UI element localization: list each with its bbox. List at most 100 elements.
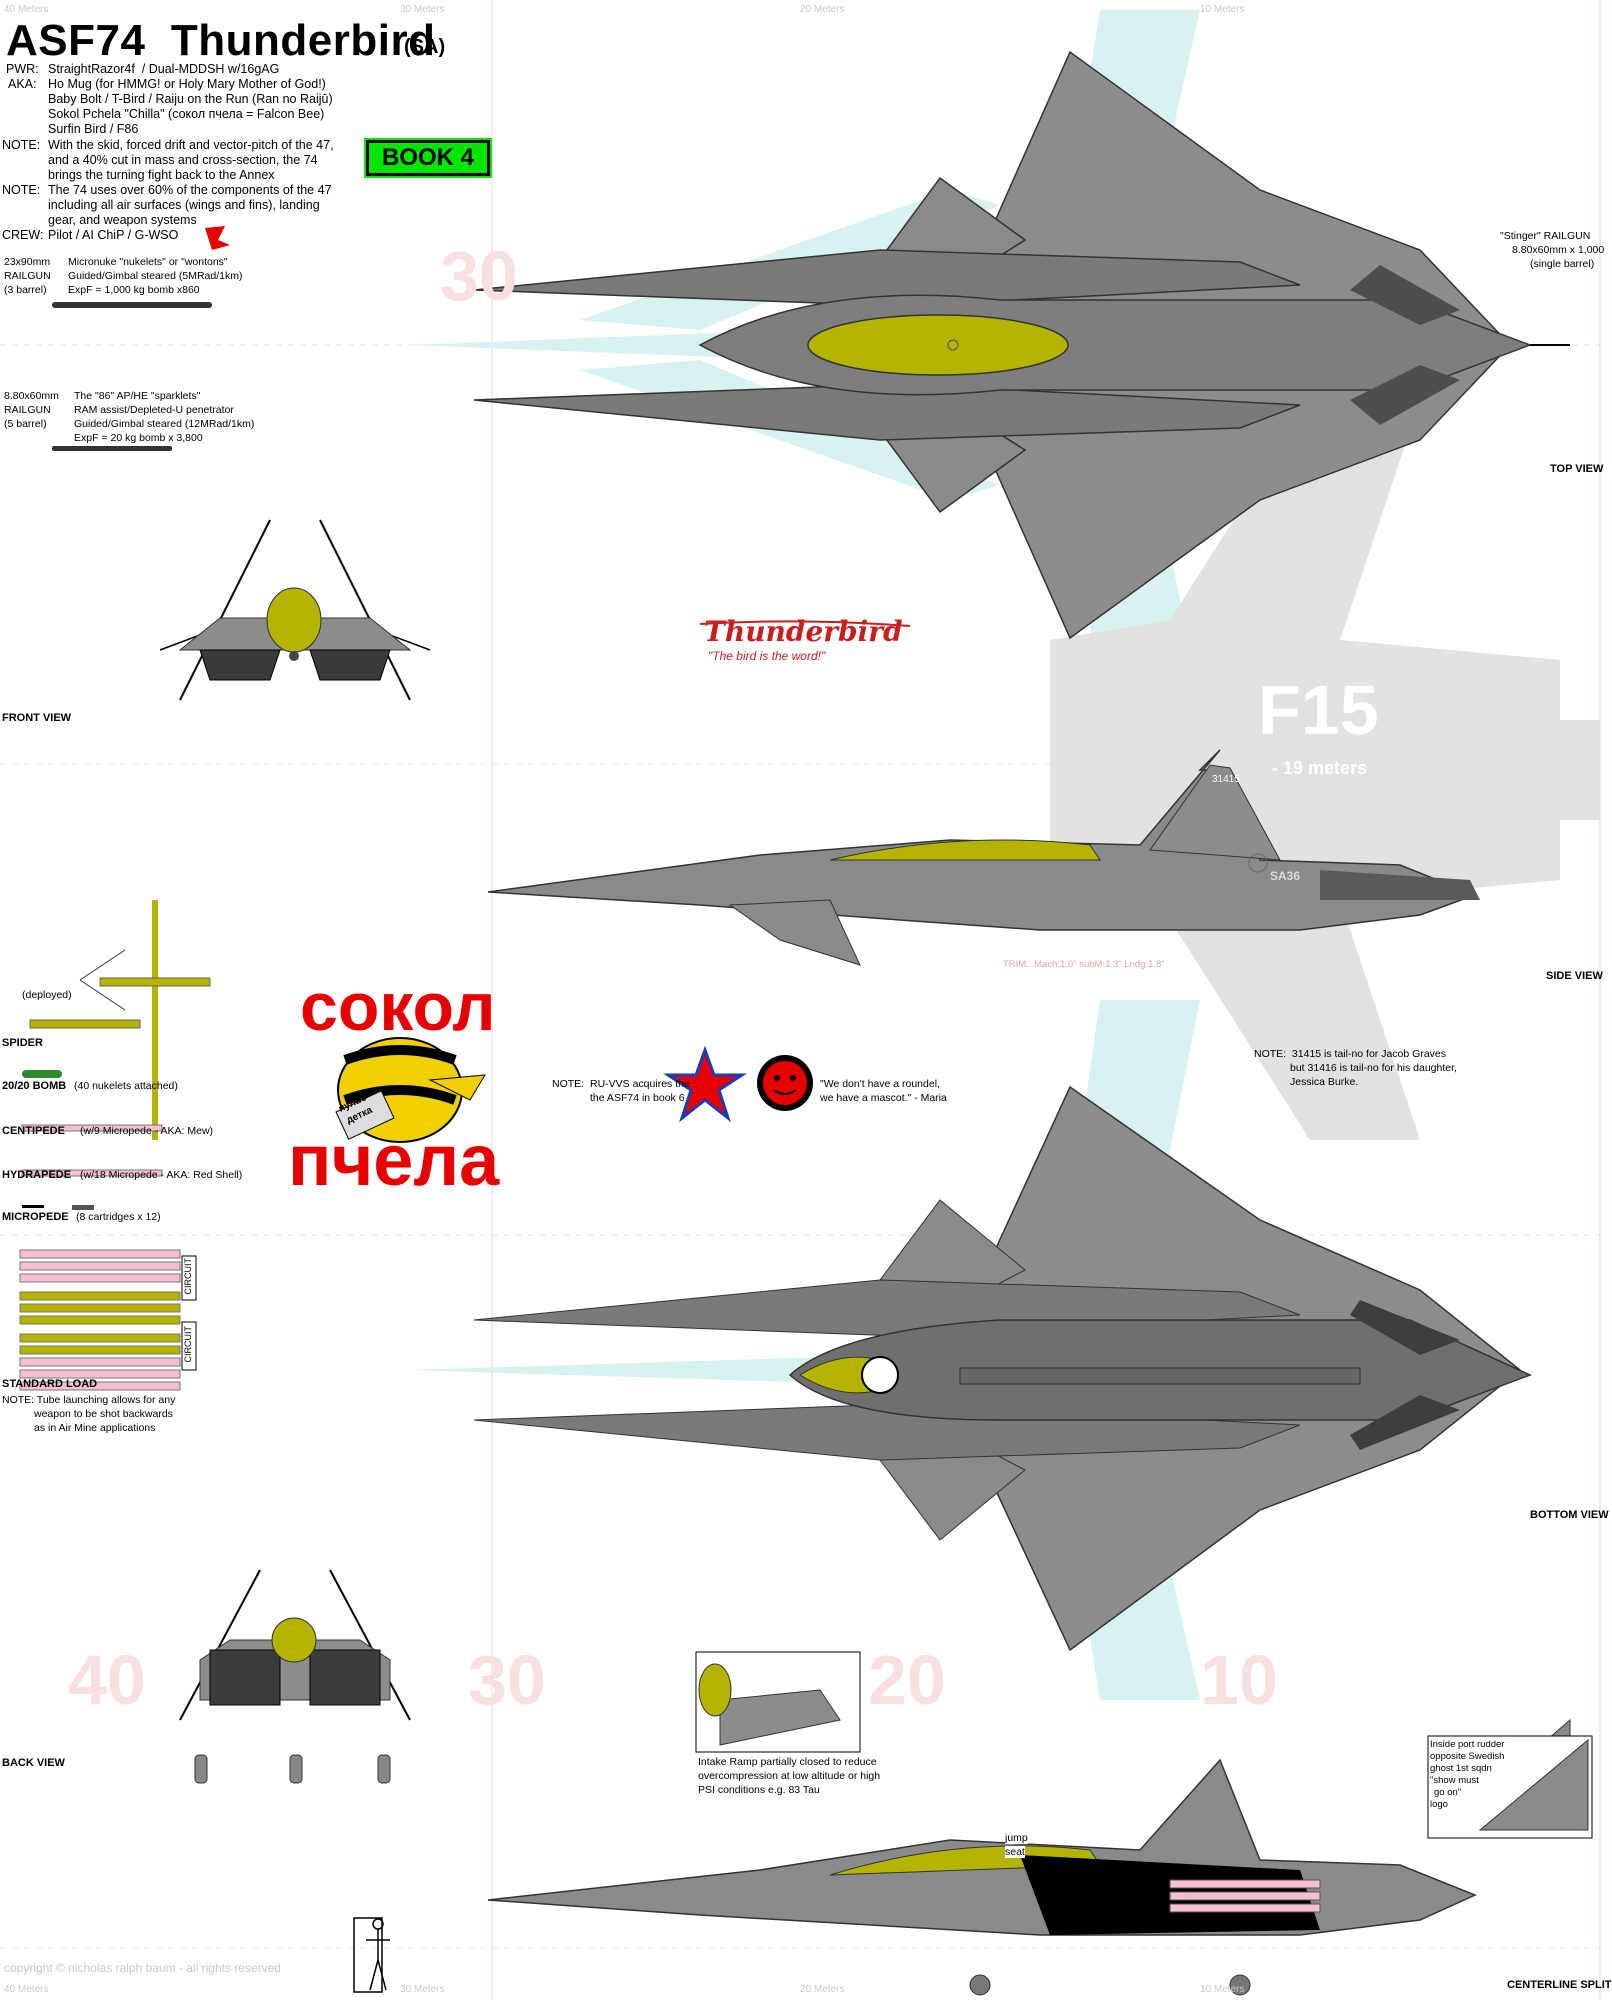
aka-line-4: Surfin Bird / F86 xyxy=(48,122,139,136)
aka-line-3: Sokol Pchela "Chilla" (сокол пчела = Fal… xyxy=(48,107,325,121)
hydrapede-label: HYDRAPEDE xyxy=(2,1169,72,1181)
front-view-aircraft xyxy=(159,519,431,701)
hydrapede-note: (w/18 Micropede - AKA: Red Shell) xyxy=(80,1169,243,1181)
note1-label: NOTE: xyxy=(2,138,41,152)
pwr-label: PWR: xyxy=(6,62,39,76)
tailno-note-line-2: but 31416 is tail-no for his daughter, xyxy=(1290,1062,1457,1074)
note2-line-1: The 74 uses over 60% of the components o… xyxy=(48,183,332,197)
jump-seat-line-2: seat xyxy=(1005,1846,1025,1859)
micropede-label: MICROPEDE xyxy=(2,1211,69,1223)
railgun1-line-1: 23x90mm xyxy=(4,256,51,268)
weapon-icons xyxy=(19,302,212,1391)
railgun2-desc-4: ExpF = 20 kg bomb x 3,800 xyxy=(74,432,203,444)
circuit-label-2: CIRCUIT xyxy=(183,1326,193,1363)
ruler-top-30: 30 Meters xyxy=(400,4,445,15)
side-view-aircraft xyxy=(487,749,1480,966)
ruler-top-20: 20 Meters xyxy=(800,4,845,15)
rudder-note-line-6: logo xyxy=(1430,1799,1448,1810)
tail-number: 31415 xyxy=(1212,774,1240,785)
jump-seat-line-1: jump xyxy=(1005,1832,1028,1845)
note1-line-2: and a 40% cut in mass and cross-section,… xyxy=(48,153,318,167)
bee-mascot-icon xyxy=(335,1037,486,1143)
ruvvs-note-line-1: RU-VVS acquires the xyxy=(590,1078,690,1090)
side-code: SA36 xyxy=(1270,869,1301,883)
micropede-note: (8 cartridges x 12) xyxy=(76,1211,161,1223)
spider-label: SPIDER xyxy=(2,1037,43,1049)
railgun1-desc-3: ExpF = 1,000 kg bomb x860 xyxy=(68,284,200,296)
watermark-40: 40 xyxy=(68,1641,146,1719)
ruler-top-10: 10 Meters xyxy=(1200,4,1245,15)
tube-note-line-2: weapon to be shot backwards xyxy=(34,1408,173,1420)
stinger-line-3: (single barrel) xyxy=(1530,258,1595,270)
rudder-inset xyxy=(1427,1735,1593,1839)
note2-label: NOTE: xyxy=(2,183,41,197)
thunderbird-motto: "The bird is the word!" xyxy=(708,649,826,663)
note1-line-3: brings the turning fight back to the Ann… xyxy=(48,168,275,182)
spider-deployed-label: (deployed) xyxy=(22,989,72,1001)
circuit-label-1: CIRCUIT xyxy=(183,1258,193,1295)
ruler-top-40: 40 Meters xyxy=(4,4,49,15)
sokol-word: сокол xyxy=(300,969,496,1045)
note2-line-2: including all air surfaces (wings and fi… xyxy=(48,198,320,212)
f15-silhouette xyxy=(1050,400,1600,1140)
stinger-line-1: "Stinger" RAILGUN xyxy=(1500,230,1591,242)
mascot-quote-line-2: we have a mascot." - Maria xyxy=(820,1092,947,1104)
tailno-note-line-3: Jessica Burke. xyxy=(1290,1076,1359,1088)
watermark-30: 30 xyxy=(468,1641,546,1719)
ruvvs-note-label: NOTE: xyxy=(552,1078,585,1090)
railgun2-line-3: (5 barrel) xyxy=(4,418,47,430)
page-subtitle: (SA) xyxy=(404,36,446,58)
intake-note-line-1: Intake Ramp partially closed to reduce xyxy=(698,1756,877,1768)
skeleton-figure xyxy=(353,1917,390,1993)
page-title: ASF74 Thunderbird xyxy=(6,16,436,65)
rudder-note-line-5: go on" xyxy=(1434,1787,1462,1798)
thunderbird-crest-icon xyxy=(205,226,230,250)
crew-value: Pilot / AI ChiP / G-WSO xyxy=(48,228,179,242)
intake-note-line-2: overcompression at low altitude or high xyxy=(698,1770,881,1782)
copyright: copyright © nicholas ralph baum - all ri… xyxy=(4,1961,281,1975)
railgun2-line-1: 8.80x60mm xyxy=(4,390,59,402)
aka-line-1: Ho Mug (for HMMG! or Holy Mary Mother of… xyxy=(48,77,326,91)
pwr-value: StraightRazor4f / Dual-MDDSH w/16gAG xyxy=(48,62,280,76)
railgun1-desc-1: Micronuke "nukelets" or "wontons" xyxy=(68,256,228,268)
railgun1-line-2: RAILGUN xyxy=(4,270,51,282)
railgun1-line-3: (3 barrel) xyxy=(4,284,47,296)
railgun2-line-2: RAILGUN xyxy=(4,404,51,416)
standard-load-label: STANDARD LOAD xyxy=(2,1378,98,1390)
bomb-label: 20/20 BOMB xyxy=(2,1080,67,1092)
ruler-bottom-30: 30 Meters xyxy=(400,1984,445,1995)
tailno-note-line-1: NOTE: 31415 is tail-no for Jacob Graves xyxy=(1254,1048,1446,1060)
bottom-view-aircraft xyxy=(473,1085,1532,1652)
thunderbird-logo-mark xyxy=(699,620,911,627)
ruler-gridlines xyxy=(491,0,1601,2000)
tube-note-line-1: NOTE: Tube launching allows for any xyxy=(2,1394,176,1406)
rudder-note-line-2: opposite Swedish xyxy=(1430,1751,1505,1762)
thunderbird-logo: Thunderbird xyxy=(704,615,903,648)
aka-line-2: Baby Bolt / T-Bird / Raiju on the Run (R… xyxy=(48,92,333,106)
ruler-bottom-20: 20 Meters xyxy=(800,1984,845,1995)
rudder-note-line-1: Inside port rudder xyxy=(1430,1739,1505,1750)
top-view-label: TOP VIEW xyxy=(1550,463,1604,475)
centerline-split-aircraft xyxy=(487,1718,1571,1996)
top-view-aircraft xyxy=(473,50,1570,640)
centipede-label: CENTIPEDE xyxy=(2,1125,65,1137)
ruvvs-note-line-2: the ASF74 in book 6 xyxy=(590,1092,685,1104)
railgun2-desc-1: The "86" AP/HE "sparklets" xyxy=(74,390,201,402)
trim-readout: TRIM...Mach:1.0" subM:1.3" Lndg:1.8" xyxy=(1003,959,1165,970)
pchela-word: пчела xyxy=(288,1121,500,1201)
note2-line-3: gear, and weapon systems xyxy=(48,213,197,227)
crew-label: CREW: xyxy=(2,228,44,242)
tube-note-line-3: as in Air Mine applications xyxy=(34,1422,156,1434)
intake-note-line-3: PSI conditions e.g. 83 Tau xyxy=(698,1784,820,1796)
watermark-30-top: 30 xyxy=(440,237,518,315)
rudder-note-line-3: ghost 1st sqdn xyxy=(1430,1763,1492,1774)
ruler-bottom-40: 40 Meters xyxy=(4,1984,49,1995)
book-badge: BOOK 4 xyxy=(366,140,490,176)
railgun1-desc-2: Guided/Gimbal steared (5MRad/1km) xyxy=(68,270,243,282)
ruler-bottom-10: 10 Meters xyxy=(1200,1984,1245,1995)
watermark-10: 10 xyxy=(1200,1641,1278,1719)
railgun2-desc-3: Guided/Gimbal steared (12MRad/1km) xyxy=(74,418,255,430)
railgun2-desc-2: RAM assist/Depleted-U penetrator xyxy=(74,404,234,416)
centipede-note: (w/9 Micropede - AKA: Mew) xyxy=(80,1125,214,1137)
